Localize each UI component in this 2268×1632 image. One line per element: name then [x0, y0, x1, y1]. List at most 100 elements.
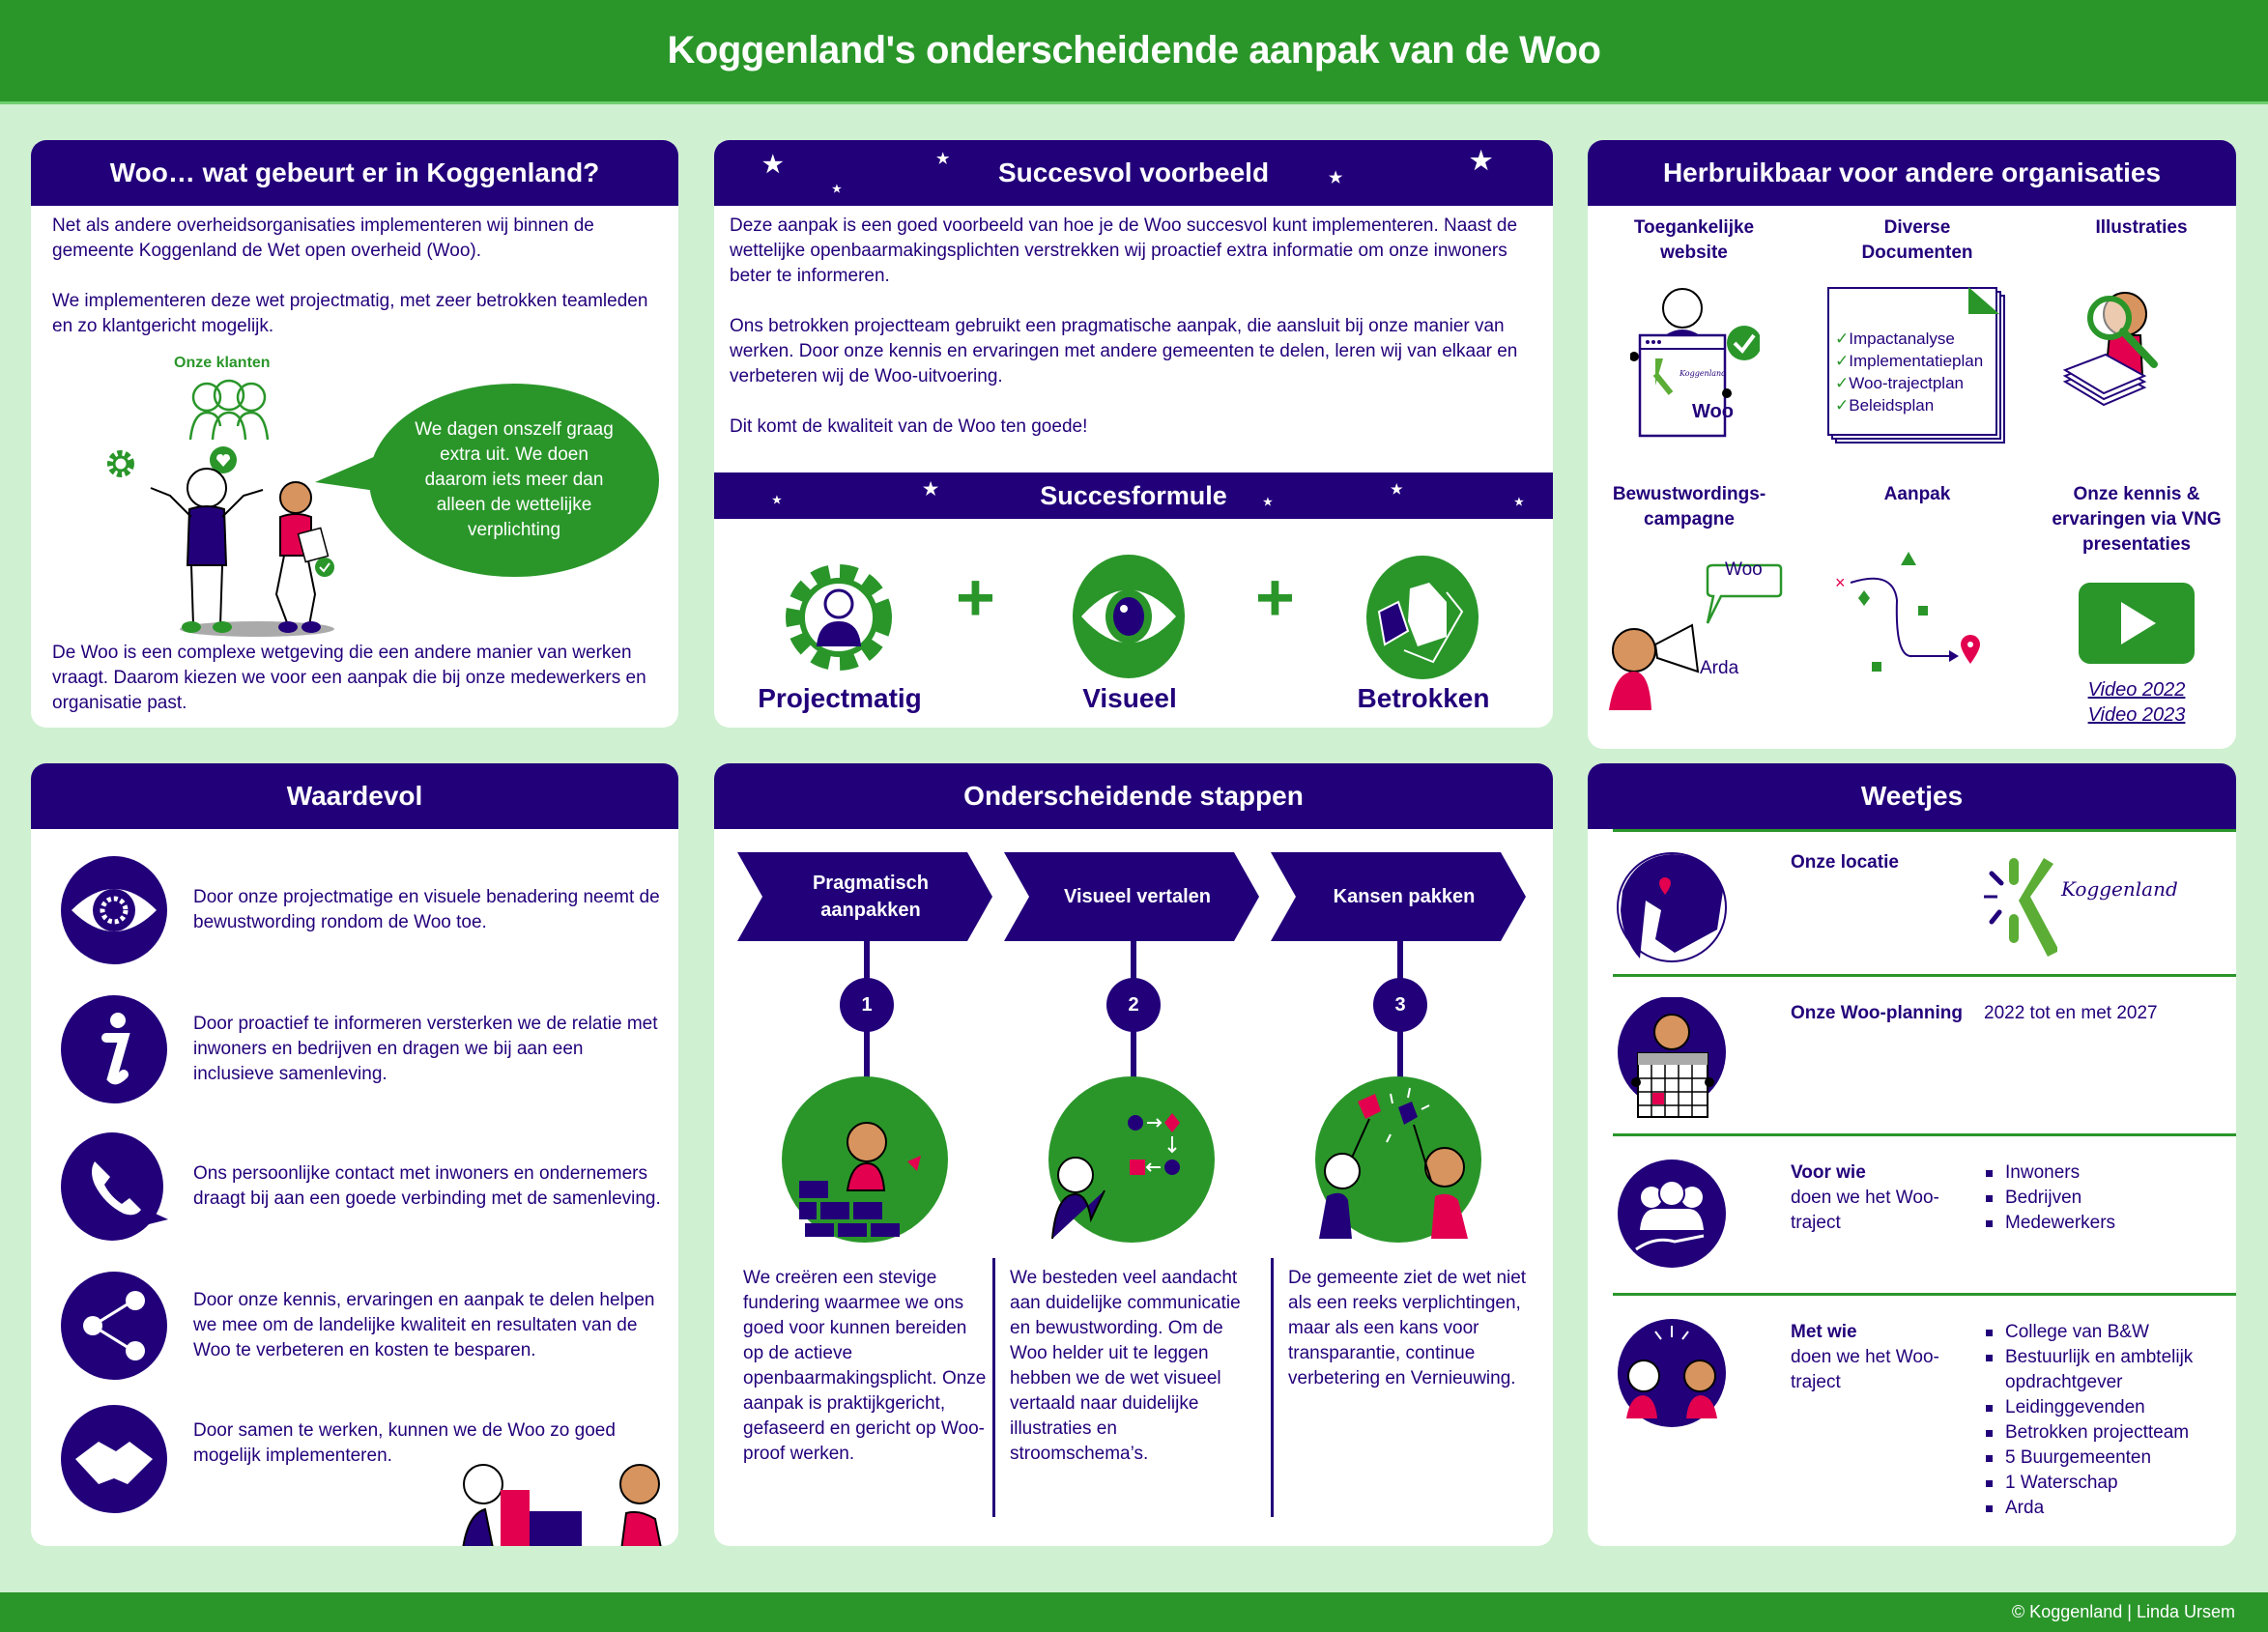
magnifier-icon: [2062, 292, 2158, 407]
video-2023-link[interactable]: Video 2023: [2087, 704, 2186, 726]
waardevol-item: Door proactief te informeren versterken …: [60, 995, 667, 1103]
heart-icon: [210, 446, 237, 473]
item-title-illustraties: Illustraties: [2095, 217, 2188, 238]
step-number-2: 2: [1106, 978, 1161, 1032]
checklist-item: ✓Woo-trajectplan: [1835, 374, 1964, 392]
star-icon: ★: [832, 184, 842, 195]
card-herbruikbaar: Herbruikbaar voor andere organisaties To…: [1588, 140, 2236, 749]
list-item: Bedrijven: [1984, 1186, 2115, 1211]
svg-text:×: ×: [1835, 573, 1846, 592]
card-title: Woo… wat gebeurt er in Koggenland?: [109, 157, 600, 187]
item-title-campagne: Bewustwordings-campagne: [1612, 484, 1766, 530]
koggenland-logo: [1984, 858, 2057, 957]
checklist-item: ✓Beleidsplan: [1835, 396, 1935, 415]
star-icon: ★: [1514, 497, 1524, 508]
share-icon: [61, 1272, 167, 1380]
card-title: Onderscheidende stappen: [963, 781, 1304, 811]
card-woo-koggenland: Woo… wat gebeurt er in Koggenland? Net a…: [31, 140, 678, 728]
website-icon: [1630, 288, 1760, 438]
puzzle-collaboration-illustration: [462, 1464, 662, 1546]
step-number-3: 3: [1373, 978, 1427, 1032]
star-icon: ★: [923, 479, 939, 499]
step-text-2: We besteden veel aandacht aan duidelijke…: [1010, 1268, 1241, 1464]
documents-checklist: ✓Impactanalyse ✓Implementatieplan ✓Woo-t…: [1835, 328, 1983, 416]
documents-icon: ✓Impactanalyse ✓Implementatieplan ✓Woo-t…: [1827, 287, 2011, 447]
step-divider: [992, 1258, 995, 1517]
card-waardevol: Waardevol Door onze projectmatige en vis…: [31, 763, 678, 1546]
waardevol-text: Door samen te werken, kunnen we de Woo z…: [193, 1420, 616, 1466]
phone-icon: [61, 1132, 168, 1241]
star-icon: ★: [1329, 170, 1343, 186]
intro-paragraph-3: De Woo is een complexe wetgeving die een…: [52, 643, 646, 713]
card-title: Weetjes: [1860, 781, 1964, 811]
separator: [1613, 1293, 2236, 1296]
card-header: Weetjes: [1588, 763, 2236, 829]
video-2022-link[interactable]: Video 2022: [2087, 679, 2186, 701]
list-item: College van B&W: [1984, 1320, 2225, 1345]
team-illustration: [150, 468, 334, 637]
gear-icon: [107, 450, 134, 477]
megaphone-icon: [1609, 563, 1783, 710]
card-header: Woo… wat gebeurt er in Koggenland?: [31, 140, 678, 206]
people-hand-icon: [1618, 1160, 1726, 1268]
waardevol-item: Ons persoonlijke contact met inwoners en…: [60, 1132, 667, 1241]
list-item: 1 Waterschap: [1984, 1471, 2225, 1496]
play-video-button[interactable]: [2079, 583, 2195, 664]
puzzle-celebration-icon: [1315, 1076, 1481, 1243]
item-title-aanpak: Aanpak: [1883, 484, 1951, 504]
page-title: Koggenland's onderscheidende aanpak van …: [667, 29, 1601, 72]
step-label-2: Visueel vertalen: [1064, 886, 1211, 907]
card-weetjes: Weetjes Onze locatie Koggenland: [1588, 763, 2236, 1546]
high-five-icon: [1618, 1319, 1726, 1427]
footer-credit: © Koggenland | Linda Ursem: [2011, 1602, 2235, 1621]
waardevol-text: Door proactief te informeren versterken …: [193, 1014, 658, 1084]
speech-bubble-text: We dagen onszelf graag extra uit. We doe…: [415, 419, 614, 540]
koggenland-logo-text: Koggenland: [2061, 877, 2178, 901]
card-header: ★ ★ ★ ★ ★ Succesvol voorbeeld: [714, 140, 1553, 206]
speech-bubble: We dagen onszelf graag extra uit. We doe…: [369, 384, 659, 577]
waardevol-text: Ons persoonlijke contact met inwoners en…: [193, 1163, 661, 1209]
list-item: Medewerkers: [1984, 1211, 2115, 1236]
list-item: Betrokken projectteam: [1984, 1420, 2225, 1446]
step-text-1: We creëren een stevige fundering waarmee…: [743, 1268, 987, 1464]
card-succesvol-voorbeeld: ★ ★ ★ ★ ★ Succesvol voorbeeld Deze aanpa…: [714, 140, 1553, 728]
map-location-icon: [1617, 852, 1727, 962]
waardevol-text: Door onze kennis, ervaringen en aanpak t…: [193, 1290, 655, 1360]
planning-label: Onze Woo-planning: [1791, 1003, 1964, 1023]
card-title: Waardevol: [286, 781, 423, 811]
star-icon: ★: [772, 495, 782, 506]
waardevol-item: Door samen te werken, kunnen we de Woo z…: [60, 1405, 667, 1513]
card-title: Succesvol voorbeeld: [997, 157, 1270, 187]
item-title-vng: Onze kennis & ervaringen via VNG present…: [2052, 484, 2222, 555]
step-chevron-3: [1271, 852, 1526, 941]
eye-icon: [1073, 555, 1185, 678]
card-header: Herbruikbaar voor andere organisaties: [1588, 140, 2236, 206]
voorbeeld-paragraph-2: Ons betrokken projectteam gebruikt een p…: [730, 316, 1518, 387]
succesformule-title: Succesformule: [1040, 480, 1227, 510]
header-bar: Koggenland's onderscheidende aanpak van …: [0, 0, 2268, 104]
play-icon: [2121, 602, 2156, 644]
succesformule-header: ★ ★ ★ ★ ★ Succesformule: [714, 472, 1553, 519]
step-number-1: 1: [840, 978, 894, 1032]
list-item: Arda: [1984, 1496, 2225, 1521]
hands-icon: [1366, 556, 1479, 679]
star-icon: ★: [1391, 481, 1403, 497]
formula-label-betrokken: Betrokken: [1357, 683, 1490, 713]
step-chevron-1: [737, 852, 992, 941]
flowchart-icon: [1048, 1076, 1215, 1243]
waardevol-text: Door onze projectmatige en visuele benad…: [193, 887, 660, 932]
speech-bubble-tail: [315, 453, 383, 492]
list-item: Bestuurlijk en ambtelijk opdrachtgever: [1984, 1345, 2225, 1395]
locatie-label: Onze locatie: [1791, 852, 1899, 873]
star-icon: ★: [1263, 497, 1273, 508]
step-text-3: De gemeente ziet de wet niet als een ree…: [1288, 1268, 1527, 1389]
separator: [1613, 974, 2236, 977]
voor-wie-list: Inwoners Bedrijven Medewerkers: [1984, 1160, 2115, 1236]
list-item: 5 Buurgemeenten: [1984, 1446, 2225, 1471]
weetje-locatie: Onze locatie Koggenland: [1613, 829, 2236, 974]
customers-group-icon: [188, 379, 270, 440]
step-label-3: Kansen pakken: [1333, 886, 1476, 907]
megaphone-bubble-text: Woo: [1725, 559, 1763, 580]
waardevol-item: Door onze projectmatige en visuele benad…: [60, 856, 667, 964]
